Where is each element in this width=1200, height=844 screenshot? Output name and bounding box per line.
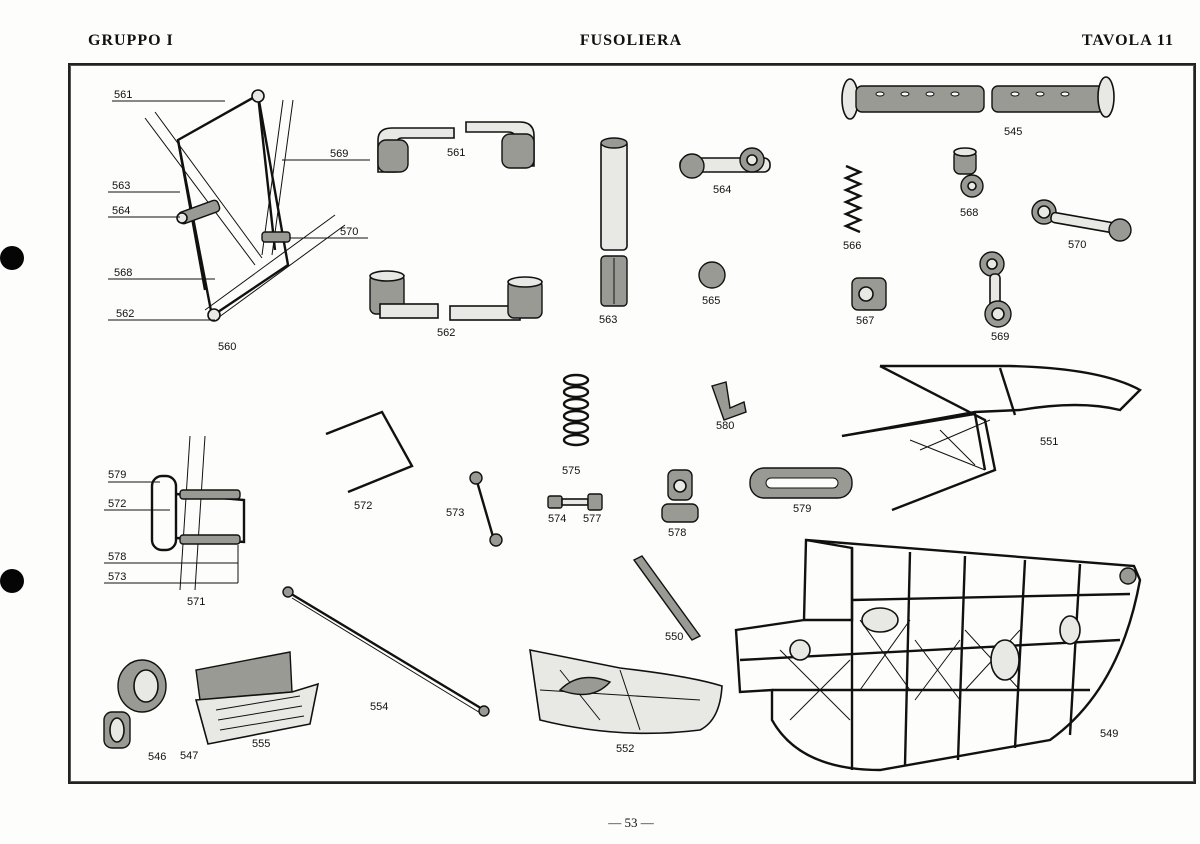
label-574: 574 xyxy=(548,513,566,525)
label-555: 555 xyxy=(252,738,270,750)
part-578 xyxy=(661,469,699,523)
binder-hole-top xyxy=(0,246,24,270)
label-552: 552 xyxy=(616,743,634,755)
page-number: — 53 — xyxy=(608,815,654,830)
label-546: 546 xyxy=(148,751,166,763)
plate-title: TAVOLA 11 xyxy=(1081,32,1174,49)
label-572b: 572 xyxy=(354,500,372,512)
part-563 xyxy=(600,137,628,307)
part-550 xyxy=(632,555,702,641)
part-546 xyxy=(103,659,167,749)
part-562 xyxy=(369,270,543,321)
assembly-571 xyxy=(104,435,246,591)
label-572a: 572 xyxy=(108,498,126,510)
group-title: GRUPPO I xyxy=(88,32,174,49)
label-562b: 562 xyxy=(437,327,455,339)
label-554: 554 xyxy=(370,701,388,713)
part-565 xyxy=(698,261,726,289)
part-580 xyxy=(711,381,747,421)
part-labels: 561 563 564 568 562 569 570 560 561 562 … xyxy=(108,89,1118,763)
part-547-555 xyxy=(194,651,320,745)
label-560: 560 xyxy=(218,341,236,353)
label-567: 567 xyxy=(856,315,874,327)
section-title: FUSOLIERA xyxy=(579,32,683,49)
label-570a: 570 xyxy=(340,226,358,238)
label-545: 545 xyxy=(1004,126,1022,138)
part-579 xyxy=(749,467,853,499)
label-573a: 573 xyxy=(108,571,126,583)
binder-hole-bottom xyxy=(0,569,24,593)
label-564a: 564 xyxy=(112,205,130,217)
label-577: 577 xyxy=(583,513,601,525)
part-570 xyxy=(1031,199,1132,242)
label-569a: 569 xyxy=(330,148,348,160)
part-574-577 xyxy=(547,493,603,511)
label-561a: 561 xyxy=(114,89,132,101)
label-564b: 564 xyxy=(713,184,731,196)
label-566: 566 xyxy=(843,240,861,252)
assembly-560 xyxy=(108,89,370,322)
label-547: 547 xyxy=(180,750,198,762)
label-579b: 579 xyxy=(793,503,811,515)
label-565: 565 xyxy=(702,295,720,307)
label-568b: 568 xyxy=(960,207,978,219)
part-575 xyxy=(562,373,590,447)
label-563b: 563 xyxy=(599,314,617,326)
plate-frame xyxy=(68,63,1196,784)
label-563a: 563 xyxy=(112,180,130,192)
label-570b: 570 xyxy=(1068,239,1086,251)
part-567 xyxy=(851,277,887,311)
label-575: 575 xyxy=(562,465,580,477)
part-561 xyxy=(377,121,535,173)
part-566 xyxy=(842,164,864,234)
part-551 xyxy=(841,364,1142,512)
part-564 xyxy=(679,147,771,179)
part-573 xyxy=(469,471,503,547)
label-562a: 562 xyxy=(116,308,134,320)
part-552 xyxy=(529,648,723,735)
part-554 xyxy=(282,586,490,717)
label-551: 551 xyxy=(1040,436,1058,448)
label-578a: 578 xyxy=(108,551,126,563)
label-573b: 573 xyxy=(446,507,464,519)
label-569b: 569 xyxy=(991,331,1009,343)
label-561b: 561 xyxy=(447,147,465,159)
part-545 xyxy=(841,76,1115,120)
label-568a: 568 xyxy=(114,267,132,279)
label-580: 580 xyxy=(716,420,734,432)
label-571: 571 xyxy=(187,596,205,608)
label-550: 550 xyxy=(665,631,683,643)
part-569 xyxy=(979,251,1012,328)
label-549: 549 xyxy=(1100,728,1118,740)
label-579a: 579 xyxy=(108,469,126,481)
part-572 xyxy=(325,410,414,494)
label-578b: 578 xyxy=(668,527,686,539)
part-549 xyxy=(734,538,1142,772)
part-568 xyxy=(953,147,984,198)
